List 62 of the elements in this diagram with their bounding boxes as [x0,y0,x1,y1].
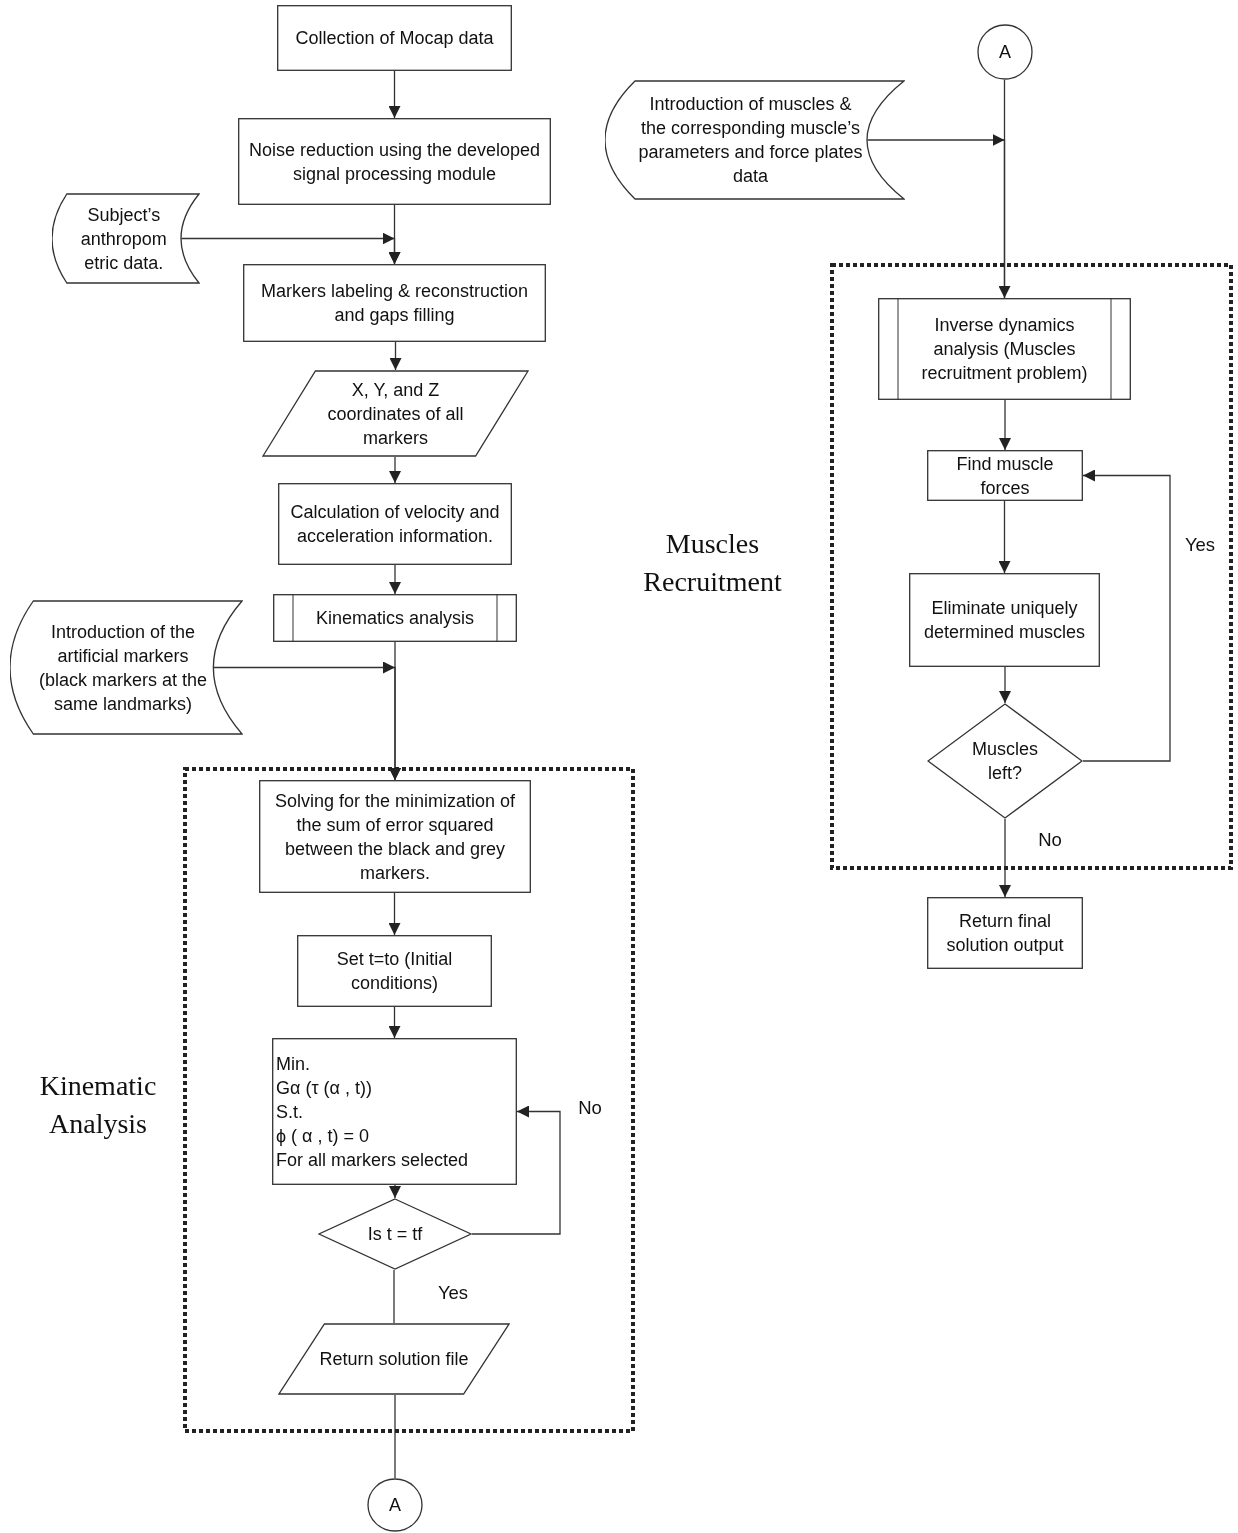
node-text: Collection of Mocap data [295,27,494,50]
node-text: A [999,41,1011,64]
arrow [999,818,1011,898]
node-text: Calculation of velocity and acceleration information. [289,501,501,548]
arrow [389,1184,401,1199]
stored-data-shape [10,600,243,735]
arrow [389,341,402,371]
stored-data-shape [52,193,200,284]
group-heading: Kinematic Analysis [38,1069,158,1141]
node-text: Return final solution output [945,910,1065,957]
decision-diamond [318,1198,472,1270]
node-text: Kinematics analysis [315,607,475,630]
node-text: Return solution file [319,1348,469,1371]
node-text: For all markers selected [276,1148,469,1172]
arrow [388,892,401,936]
node-text: Find muscle forces [955,452,1055,500]
data-parallelogram [262,370,529,457]
connector-circle [367,1478,423,1532]
node-text: Gα (τ (α , t)) [276,1076,372,1100]
predefined-process-box [273,594,517,642]
node-text: Min. [276,1052,310,1076]
node-text: Markers labeling & reconstruction and gaps filling [259,280,530,327]
process-box [909,573,1100,667]
node-text: Inverse dynamics analysis (Muscles recruitment problem) [920,314,1089,385]
arrow [471,1105,561,1235]
node-text: ϕ ( α , t) = 0 [276,1124,369,1148]
process-box [238,118,551,205]
node-text: Is t = tf [367,1223,423,1246]
node-text: Introduction of muscles & the corresponding muscle’s parameters and force plates data [637,93,864,188]
node-text: Subject’s anthropom etric data. [79,203,168,275]
arrow [999,399,1011,451]
arrow [998,500,1011,574]
arrow [213,662,401,781]
node-text: Solving for the minimization of the sum of error squared between the black and grey markers. [273,789,517,885]
stored-data-shape [605,80,905,200]
arrow [388,70,401,119]
node-text: Muscles left? [971,738,1039,785]
node-text: X, Y, and Z coordinates of all markers [326,378,465,450]
process-box [297,935,492,1007]
arrow [389,456,401,484]
process-box [243,264,546,342]
node-text: Set t=to (Initial conditions) [335,948,454,995]
arrow [1082,469,1171,762]
arrow [389,564,401,595]
node-text: Eliminate uniquely determined muscles [922,597,1087,644]
predefined-process-box [878,298,1131,400]
group-heading: Muscles Recruitment [642,527,783,599]
node-text: Introduction of the artificial markers (black markers at the same landmarks) [37,620,209,716]
process-box [927,897,1083,969]
node-text: Noise reduction using the developed signal processing module [247,138,542,186]
formula-box [272,1038,517,1185]
process-box [278,483,512,565]
arrow [999,666,1011,704]
node-text: A [389,1494,401,1517]
process-box [259,780,531,893]
data-parallelogram [278,1323,510,1395]
decision-diamond [927,703,1083,819]
node-text: S.t. [276,1100,303,1124]
process-box [277,5,512,71]
connector-circle [977,24,1033,80]
process-box [927,450,1083,501]
arrow [388,1006,401,1039]
